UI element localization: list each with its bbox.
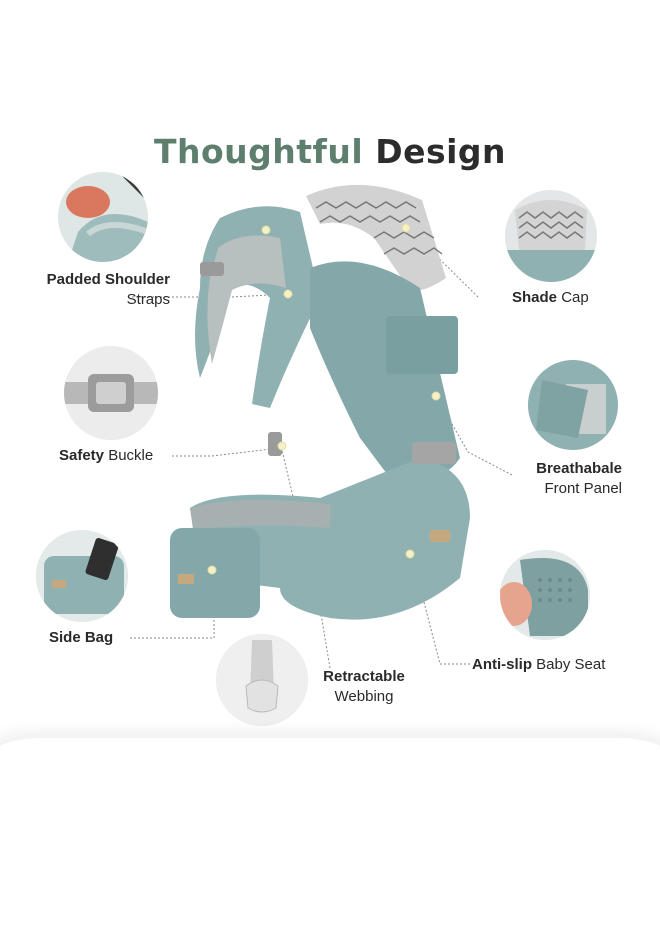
label-breathable-bold: Breathabale (536, 460, 622, 477)
front-panel-closeup (528, 360, 618, 450)
label-side-bag-bold: Side Bag (49, 629, 114, 646)
label-breathable: Breathabale Front Panel (480, 459, 622, 499)
safety-buckle-closeup (64, 346, 158, 440)
padded-shoulder-closeup (58, 172, 148, 262)
label-safety-buckle: Safety Buckle (59, 446, 153, 466)
label-shade-cap-bold: Shade (512, 289, 558, 306)
bottom-curve (0, 738, 660, 938)
label-breathable-rest: Front Panel (544, 480, 622, 497)
label-anti-slip: Anti-slip Baby Seat (472, 655, 605, 675)
infographic-page: Thoughtful Design (0, 132, 660, 760)
label-side-bag: Side Bag (49, 628, 113, 648)
label-retractable-bold: Retractable (323, 668, 405, 685)
label-anti-slip-bold: Anti-slip (472, 656, 532, 673)
page-title: Thoughtful Design (0, 132, 660, 171)
baby-seat-closeup (500, 550, 590, 640)
title-accent: Thoughtful (153, 132, 364, 171)
webbing-closeup (216, 634, 308, 726)
side-bag-closeup (36, 530, 128, 622)
shade-cap-closeup (505, 190, 597, 282)
label-padded-shoulder-rest: Straps (126, 291, 170, 308)
label-safety-buckle-rest: Buckle (108, 447, 154, 464)
label-retractable: Retractable Webbing (308, 667, 420, 707)
label-retractable-rest: Webbing (334, 688, 394, 705)
label-shade-cap: Shade Cap (512, 288, 589, 308)
label-safety-buckle-bold: Safety (59, 447, 105, 464)
label-padded-shoulder-bold: Padded Shoulder (46, 271, 170, 288)
baby-carrier-product (170, 184, 470, 620)
label-shade-cap-rest: Cap (561, 289, 589, 306)
label-padded-shoulder: Padded Shoulder Straps (20, 270, 170, 310)
label-anti-slip-rest: Baby Seat (536, 656, 606, 673)
title-main: Design (375, 132, 507, 171)
